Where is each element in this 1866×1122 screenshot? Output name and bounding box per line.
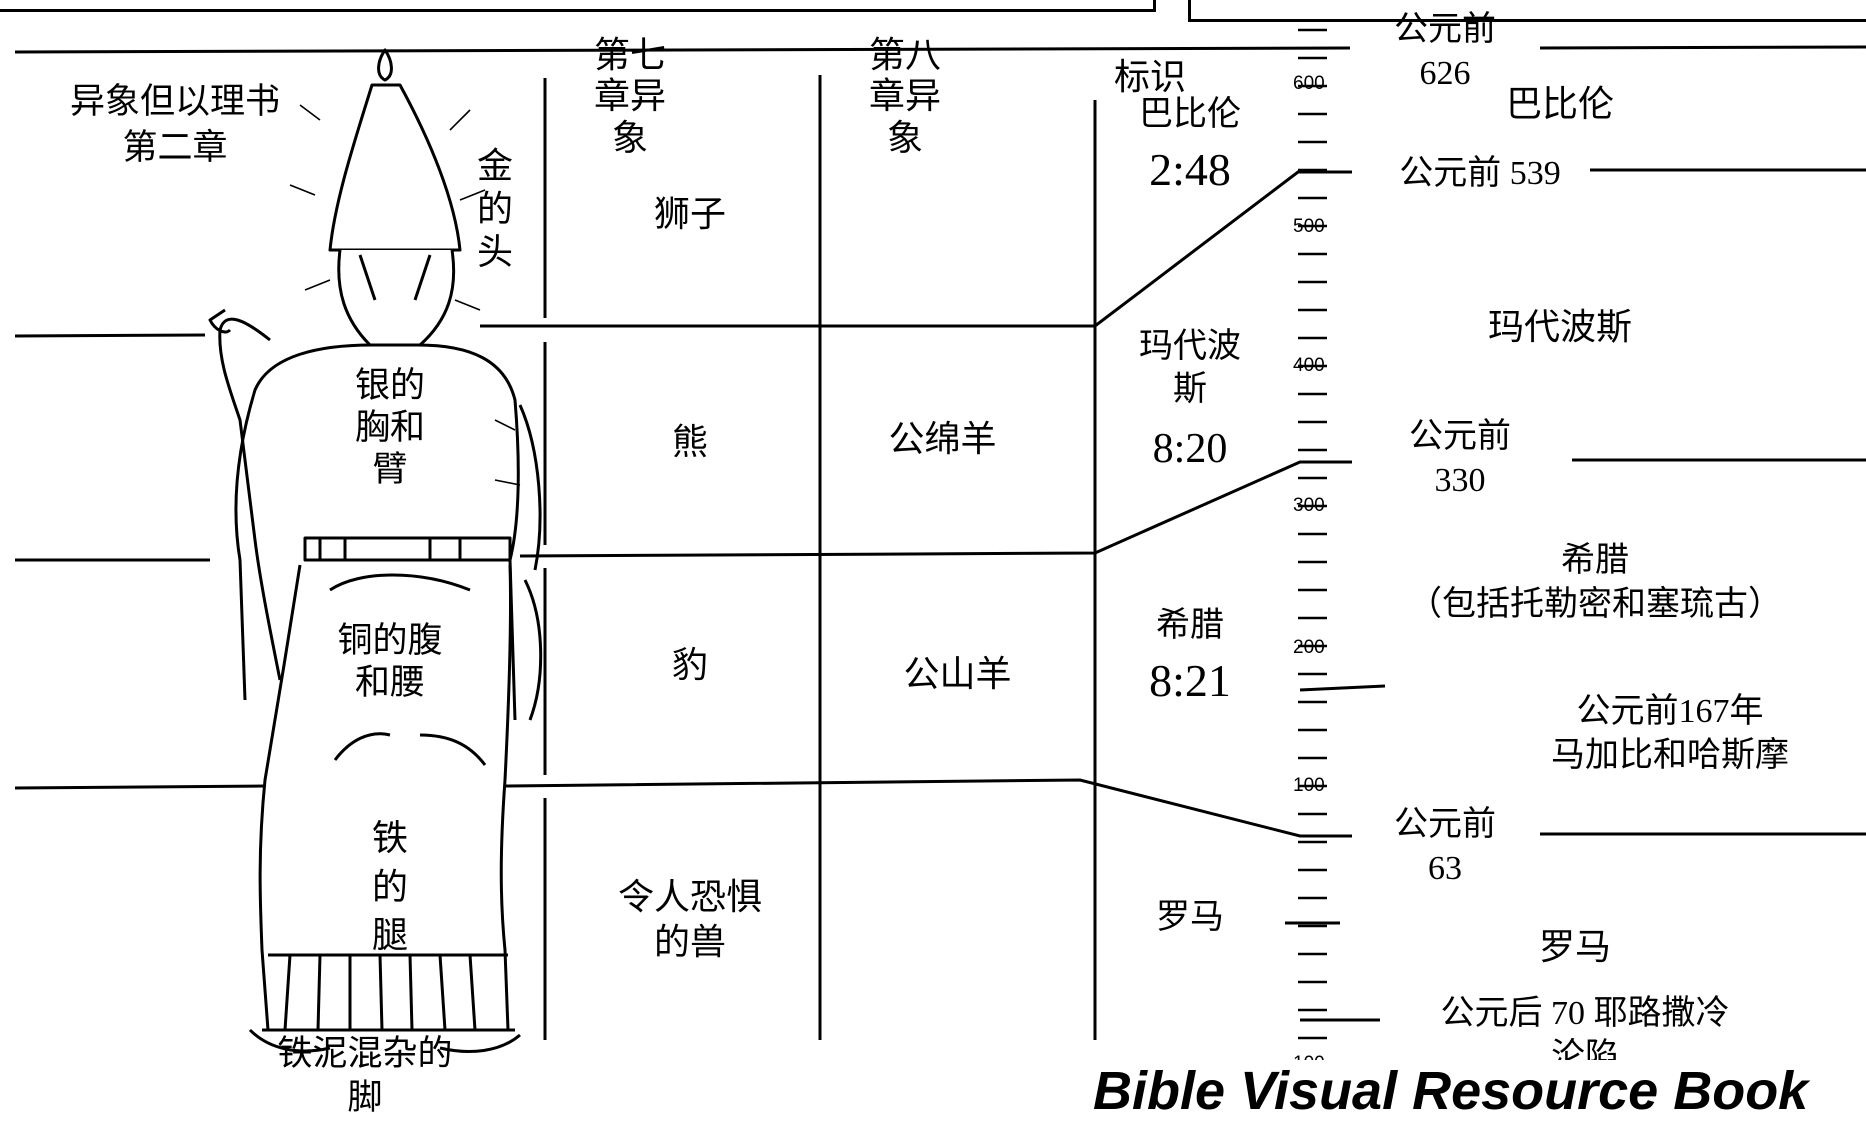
- greece-boundary-line: [504, 778, 1352, 838]
- timeline-greece: 希腊 （包括托勒密和塞琉古）: [1408, 540, 1782, 625]
- statue-title: 异象但以理书 第二章: [69, 82, 280, 168]
- bc626-line: [1539, 45, 1866, 50]
- statue-figure: [208, 48, 543, 1053]
- gold-left-line: [14, 333, 206, 338]
- bc167-line: [1299, 684, 1386, 692]
- id-babylon-ref: 2:48: [1149, 144, 1231, 195]
- id-greece-name: 希腊: [1156, 605, 1224, 645]
- top-divider-line: [14, 46, 1351, 54]
- timeline-medo-persia: 玛代波斯: [1487, 307, 1632, 348]
- ruler-label-300: 300: [1293, 495, 1325, 516]
- silver-chest-label: 银的 胸和 臂: [354, 366, 425, 490]
- ch7-beast-lion: 狮子: [653, 194, 726, 235]
- ch7-beast-bear: 熊: [671, 422, 708, 463]
- ruler-label-200: 200: [1293, 637, 1325, 658]
- ch8-header: 第八 章异 象: [868, 35, 941, 159]
- footer-banner: Bible Visual Resource Book: [985, 1060, 1866, 1121]
- id-greece-ref: 8:21: [1149, 655, 1231, 706]
- bronze-left-line: [14, 784, 266, 790]
- ch7-header: 第七 章异 象: [593, 35, 666, 159]
- ruler-label-100: 100: [1293, 775, 1325, 796]
- ch8-beast-ram: 公绵羊: [888, 419, 997, 460]
- identification-header: 标识: [1113, 57, 1186, 98]
- ruler-label-500: 500: [1293, 216, 1325, 237]
- top-right-frame: [1188, 0, 1866, 22]
- timeline-bc63: 公元前 63: [1394, 806, 1496, 888]
- persia-boundary-line: [519, 460, 1352, 558]
- ruler-label-600: 600: [1293, 73, 1325, 94]
- feet-label: 铁泥混杂的 脚: [277, 1034, 453, 1118]
- timeline-babylon: 巴比伦: [1505, 84, 1614, 125]
- timeline-bc626: 公元前 626: [1394, 11, 1496, 93]
- id-rome-name: 罗马: [1156, 897, 1224, 937]
- id-persia-ref: 8:20: [1152, 426, 1228, 472]
- id-persia-name: 玛代波 斯: [1139, 326, 1241, 409]
- timeline-bc167: 公元前167年 马加比和哈斯摩: [1551, 693, 1789, 775]
- bronze-belly-label: 铜的腹 和腰: [337, 621, 443, 703]
- ruler-label-400: 400: [1293, 355, 1325, 376]
- ch8-beast-goat: 公山羊: [903, 654, 1012, 695]
- top-left-frame: [0, 0, 1156, 12]
- gold-head-label: 金 的 头: [476, 146, 513, 274]
- babylon-boundary-line: [480, 170, 1352, 328]
- timeline-ruler: [1298, 28, 1327, 1040]
- timeline-ad70: 公元后 70 耶路撒冷 沦陷: [1440, 995, 1730, 1075]
- timeline-bc539: 公元前 539: [1399, 155, 1561, 192]
- footer-credit: Bible Visual Resource Book: [1093, 1061, 1809, 1121]
- ch7-beast-leopard: 豹: [671, 645, 708, 686]
- id-babylon-name: 巴比伦: [1139, 94, 1241, 134]
- iron-legs-label: 铁 的 腿: [371, 818, 408, 957]
- timeline-rome: 罗马: [1538, 927, 1611, 968]
- ch7-beast-terrible: 令人恐惧 的兽: [617, 877, 762, 963]
- timeline-bc330: 公元前 330: [1409, 418, 1511, 500]
